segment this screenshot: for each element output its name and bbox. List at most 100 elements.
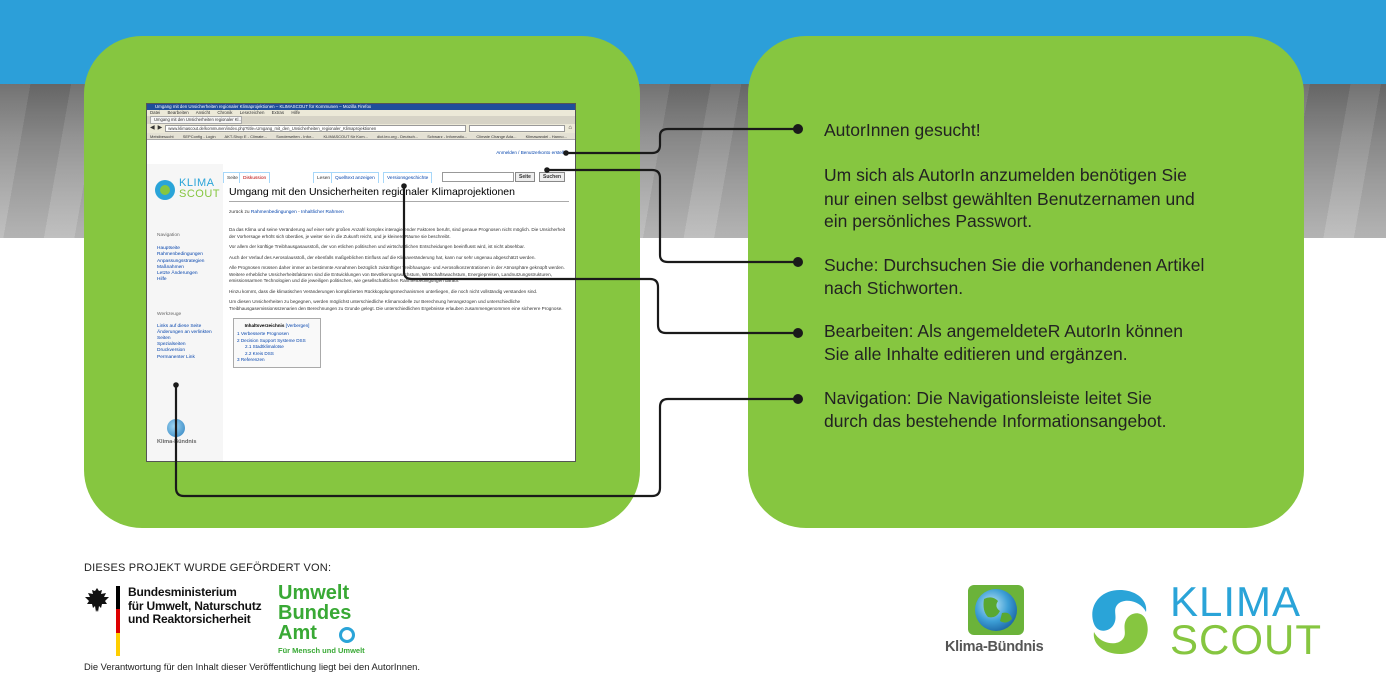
ministry-line: für Umwelt, Naturschutz	[128, 598, 262, 613]
browser-tab[interactable]: Umgang mit den Unsicherheiten regionaler…	[150, 116, 242, 124]
search-button[interactable]: Suchen	[539, 172, 566, 182]
menu-item[interactable]: Extras	[271, 110, 285, 115]
tools-heading: Werkzeuge	[157, 312, 182, 317]
bookmark-item[interactable]: Sonderseiten - Infor...	[276, 134, 315, 139]
toc-item[interactable]: 2.1 Stadtklimalotse	[245, 344, 284, 350]
wiki-page: Anmelden / Benutzerkonto erstellen KLIMA…	[147, 142, 575, 461]
ministry-line: Bundesministerium	[128, 585, 237, 599]
connector-navigation	[174, 385, 798, 498]
klimascout-logo[interactable]: KLIMA SCOUT	[153, 178, 220, 206]
bookmark-item[interactable]: AKT-Shop E - Climate...	[224, 134, 267, 139]
wiki-tabs: Seite Diskussion Lesen Quelltext anzeige…	[223, 172, 573, 184]
back-icon[interactable]: ◀	[150, 125, 155, 131]
browser-search-field[interactable]	[469, 125, 566, 132]
wiki-sidebar: KLIMA SCOUT Navigation Hauptseite Rahmen…	[147, 164, 223, 461]
ministry-line: und Reaktorsicherheit	[128, 612, 251, 626]
connector-dot	[401, 183, 407, 189]
callout-bearbeiten-text: Sie alle Inhalte editieren und ergänzen.	[824, 344, 1128, 364]
globe-icon	[968, 585, 1024, 635]
breadcrumb-prefix: zurück zu	[229, 210, 250, 215]
sidebar-item-hilfe[interactable]: Hilfe	[157, 277, 167, 283]
tab-diskussion[interactable]: Diskussion	[239, 172, 271, 183]
menu-item[interactable]: Ansicht	[195, 110, 211, 115]
breadcrumb-separator: -	[296, 210, 302, 215]
sidebar-item-spezialseiten[interactable]: Spezialseiten	[157, 342, 186, 348]
tab-strip: Umgang mit den Unsicherheiten regionaler…	[147, 116, 575, 124]
connector-dot	[793, 328, 803, 338]
forward-icon[interactable]: ▶	[157, 125, 163, 131]
table-of-contents: Inhaltsverzeichnis [Verbergen] 1 Verbess…	[233, 318, 321, 369]
menu-item[interactable]: Datei	[150, 110, 161, 115]
article-paragraph: Um diesen Unsicherheiten zu begegnen, we…	[229, 299, 563, 311]
connector-bearbeiten	[402, 186, 798, 335]
browser-screenshot: Umgang mit den Unsicherheiten regionaler…	[146, 103, 576, 462]
eagle-icon	[85, 588, 109, 612]
navigation-heading: Navigation	[157, 233, 180, 238]
breadcrumb-link-rahmen[interactable]: Inhaltlicher Rahmen	[301, 210, 344, 215]
bookmark-item[interactable]: KLIMASCOUT für Kom...	[323, 134, 368, 139]
connector-dot	[793, 124, 803, 134]
menu-item[interactable]: Lesezeichen	[239, 110, 265, 115]
sidebar-item-rahmenbedingungen[interactable]: Rahmenbedingungen	[157, 252, 203, 258]
connector-dot	[173, 382, 179, 388]
url-field[interactable]: www.klimascout.de/kommunen/index.php?tit…	[165, 125, 467, 132]
login-link[interactable]: Anmelden / Benutzerkonto erstellen	[496, 150, 569, 155]
bookmarks-bar: Meistbesucht SEPConfig - Login AKT-Shop …	[147, 133, 575, 140]
toc-item[interactable]: 2 Decision Support Systeme DSS	[237, 337, 306, 343]
sidebar-item-aenderungen-verlinkt[interactable]: Änderungen an verlinkten Seiten	[157, 330, 212, 341]
bookmark-item[interactable]: dict.leo.org - Deutsch...	[377, 134, 419, 139]
callout-navigation-text: Navigation: Die Navigationsleiste leitet…	[824, 388, 1152, 408]
sidebar-item-letzte-aenderungen[interactable]: Letzte Änderungen	[157, 271, 198, 277]
connector-suche	[547, 168, 798, 264]
toc-item[interactable]: 2.2 Kreis DSS	[245, 350, 274, 356]
tab-versionsgeschichte[interactable]: Versionsgeschichte	[383, 172, 433, 183]
uba-tagline: Für Mensch und Umwelt	[278, 646, 365, 655]
tab-quelltext[interactable]: Quelltext anzeigen	[331, 172, 379, 183]
callout-autoren-text: nur einen selbst gewählten Benutzernamen…	[824, 189, 1195, 209]
bookmark-item[interactable]: Meistbesucht	[150, 134, 174, 139]
toc-title: Inhaltsverzeichnis	[244, 323, 285, 328]
article-paragraph: Auch der Verlauf des Aerosolausstoß, der…	[229, 254, 536, 260]
page-title: Umgang mit den Unsicherheiten regionaler…	[229, 186, 569, 202]
wiki-search-input[interactable]	[442, 172, 514, 182]
bookmark-item[interactable]: Klimawandel - Hanno...	[525, 134, 567, 139]
klimascout-logo-text-klima: KLIMA	[1170, 578, 1302, 625]
right-panel	[748, 36, 1304, 528]
sidebar-item-druckversion[interactable]: Druckversion	[157, 348, 185, 354]
sidebar-item-massnahmen[interactable]: Maßnahmen	[157, 264, 184, 270]
sidebar-item-links[interactable]: Links auf diese Seite	[157, 324, 202, 329]
sidebar-item-anpassungsstrategien[interactable]: Anpassungsstrategien	[157, 258, 205, 264]
toc-item[interactable]: 3 Referenzen	[237, 357, 265, 363]
window-title: Umgang mit den Unsicherheiten regionaler…	[147, 104, 575, 110]
callout-autoren-title: AutorInnen gesucht!	[824, 120, 981, 140]
breadcrumb-link-rahmenbedingungen[interactable]: Rahmenbedingungen	[250, 210, 297, 215]
sidebar-item-permanenter-link[interactable]: Permanenter Link	[157, 354, 195, 360]
drop-logo-icon	[155, 180, 175, 200]
bookmark-item[interactable]: SEPConfig - Login	[182, 134, 216, 139]
navigation-list: Hauptseite Rahmenbedingungen Anpassungss…	[157, 246, 219, 284]
article-paragraph: Alle Prognosen müssen daher immer an bes…	[229, 265, 565, 283]
page-go-button[interactable]: Seite	[515, 172, 535, 182]
home-icon[interactable]: ⌂	[568, 125, 572, 131]
toc-item[interactable]: 1 Verbesserte Prognosen	[237, 331, 289, 337]
bookmark-item[interactable]: Climate Change Ada...	[476, 134, 517, 139]
sidebar-item-hauptseite[interactable]: Hauptseite	[157, 246, 180, 251]
toc-header: Inhaltsverzeichnis [Verbergen]	[237, 323, 317, 329]
drop-logo-icon	[1092, 590, 1148, 654]
klimascout-logo-text-scout: SCOUT	[1170, 616, 1322, 663]
menu-item[interactable]: Chronik	[217, 110, 233, 115]
callout-suche-text: nach Stichworten.	[824, 278, 964, 298]
callout-autoren-text: Um sich als AutorIn anzumelden benötigen…	[824, 165, 1187, 185]
toc-toggle[interactable]: [Verbergen]	[285, 323, 310, 328]
connector-autoren	[566, 127, 798, 155]
funding-heading: DIESES PROJEKT WURDE GEFÖRDERT VON:	[84, 562, 332, 574]
callout-navigation-text: durch das bestehende Informationsangebot…	[824, 411, 1167, 431]
navigation-bar: ◀ ▶ www.klimascout.de/kommunen/index.php…	[147, 124, 575, 133]
logo-text-scout: SCOUT	[179, 188, 220, 200]
menu-item[interactable]: Bearbeiten	[167, 110, 189, 115]
bookmark-item[interactable]: Schwarz - Informatio...	[427, 134, 468, 139]
menu-item[interactable]: Hilfe	[291, 110, 301, 115]
callout-suche-text: Suche: Durchsuchen Sie die vorhandenen A…	[824, 255, 1205, 275]
uba-line: Umwelt	[278, 582, 350, 604]
